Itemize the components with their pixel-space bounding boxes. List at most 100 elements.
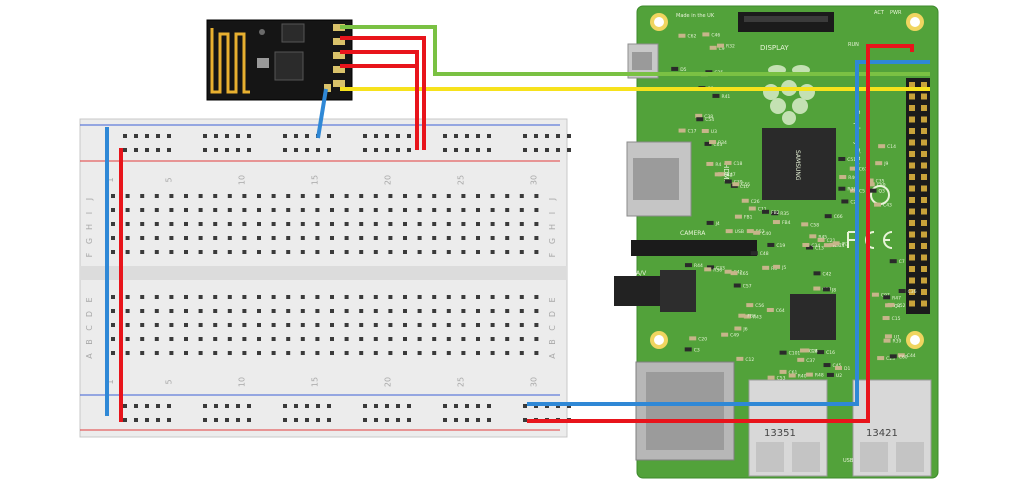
gpio-pin (909, 231, 915, 238)
component-label: D5 (680, 67, 686, 73)
smd-component (805, 372, 813, 377)
breadboard-hole (236, 134, 240, 138)
breadboard-hole (111, 236, 115, 240)
breadboard-hole (305, 148, 309, 152)
column-number-bottom: 30 (529, 377, 538, 387)
breadboard-hole (490, 309, 495, 313)
smd-component (849, 166, 857, 171)
component-label: U3 (711, 129, 717, 135)
gpio-pin (909, 82, 915, 88)
smd-component (678, 33, 686, 38)
breadboard-hole (315, 337, 320, 341)
breadboard-hole (111, 250, 115, 254)
smd-component (802, 242, 810, 247)
smd-component (883, 295, 891, 300)
component-label: C60 (899, 354, 908, 360)
breadboard-hole (227, 337, 232, 341)
breadboard-hole (315, 295, 320, 299)
breadboard-hole (432, 323, 437, 327)
breadboard-hole (417, 250, 422, 254)
smd-component (738, 313, 746, 318)
pi-components: C6R4R5C3C4C5C7C8C9C10C11C12C13C14C15C16C… (671, 32, 917, 382)
component-label: C52 (897, 303, 906, 309)
breadboard-hole (534, 309, 539, 313)
breadboard-hole (519, 323, 524, 327)
breadboard-hole (490, 222, 495, 226)
breadboard-hole (417, 208, 422, 212)
breadboard-hole (417, 351, 422, 355)
component-label: R4 (715, 162, 721, 168)
smd-component (724, 269, 732, 274)
breadboard-hole (373, 250, 378, 254)
smd-component (709, 45, 717, 50)
breadboard-hole (125, 236, 130, 240)
component-label: R36 (713, 267, 722, 273)
breadboard-hole (242, 337, 247, 341)
breadboard-hole (454, 134, 458, 138)
component-label: R35 (780, 211, 789, 217)
smd-component (878, 144, 886, 149)
breadboard-hole (286, 194, 291, 198)
breadboard-hole (432, 295, 437, 299)
gpio-pin (909, 93, 915, 100)
breadboard-hole (446, 222, 451, 226)
breadboard-hole (145, 404, 149, 408)
smd-component (689, 336, 697, 341)
breadboard-hole (300, 309, 305, 313)
breadboard-hole (461, 337, 466, 341)
breadboard-hole (490, 337, 495, 341)
smd-component (704, 267, 712, 272)
breadboard-hole (257, 323, 261, 327)
breadboard-hole (396, 148, 400, 152)
breadboard-hole (403, 309, 407, 313)
breadboard-hole (505, 337, 510, 341)
row-letter-top: J (85, 198, 94, 201)
wire-red-esp-to-breadboard-1 (340, 36, 426, 150)
gpio-pin (921, 208, 927, 215)
component-label: C13 (815, 246, 824, 252)
breadboard-hole (330, 295, 334, 299)
breadboard-hole (476, 404, 480, 408)
component-label: C7 (899, 259, 905, 265)
breadboard-hole (315, 250, 320, 254)
display-label: DISPLAY (760, 44, 789, 52)
component-label: C38 (704, 114, 713, 120)
breadboard-hole (305, 134, 309, 138)
breadboard-hole (432, 236, 437, 240)
component-label: C26 (751, 199, 760, 205)
breadboard-hole (271, 250, 276, 254)
breadboard-hole (305, 418, 309, 422)
breadboard-hole (505, 208, 510, 212)
gpio-pin (909, 208, 915, 215)
breadboard-hole (214, 148, 218, 152)
breadboard-hole (534, 295, 539, 299)
column-number-bottom: 5 (164, 379, 173, 384)
breadboard-hole (213, 337, 218, 341)
first-column-label: 1 (106, 379, 115, 384)
wire-blue-breadboard-to-pi (527, 60, 930, 406)
breadboard-hole (316, 404, 320, 408)
smd-component (824, 214, 832, 219)
breadboard-hole (534, 337, 539, 341)
row-letter-bottom: E (85, 297, 94, 302)
breadboard-hole (523, 148, 527, 152)
smd-component (779, 350, 787, 355)
breadboard-hole (359, 208, 364, 212)
gpio-pin (909, 300, 915, 307)
breadboard-hole (154, 194, 159, 198)
breadboard-hole (327, 418, 331, 422)
smd-component (875, 161, 883, 166)
smd-component (885, 303, 893, 308)
breadboard-hole (407, 134, 411, 138)
breadboard-hole (154, 323, 159, 327)
gpio-pin (921, 185, 927, 192)
breadboard-hole (476, 208, 480, 212)
breadboard-hole (388, 236, 393, 240)
breadboard-hole (140, 194, 145, 198)
breadboard-hole (407, 148, 411, 152)
breadboard-hole (247, 134, 251, 138)
breadboard-hole (534, 222, 539, 226)
breadboard-hole (283, 418, 287, 422)
component-label: FB2 (771, 210, 780, 216)
